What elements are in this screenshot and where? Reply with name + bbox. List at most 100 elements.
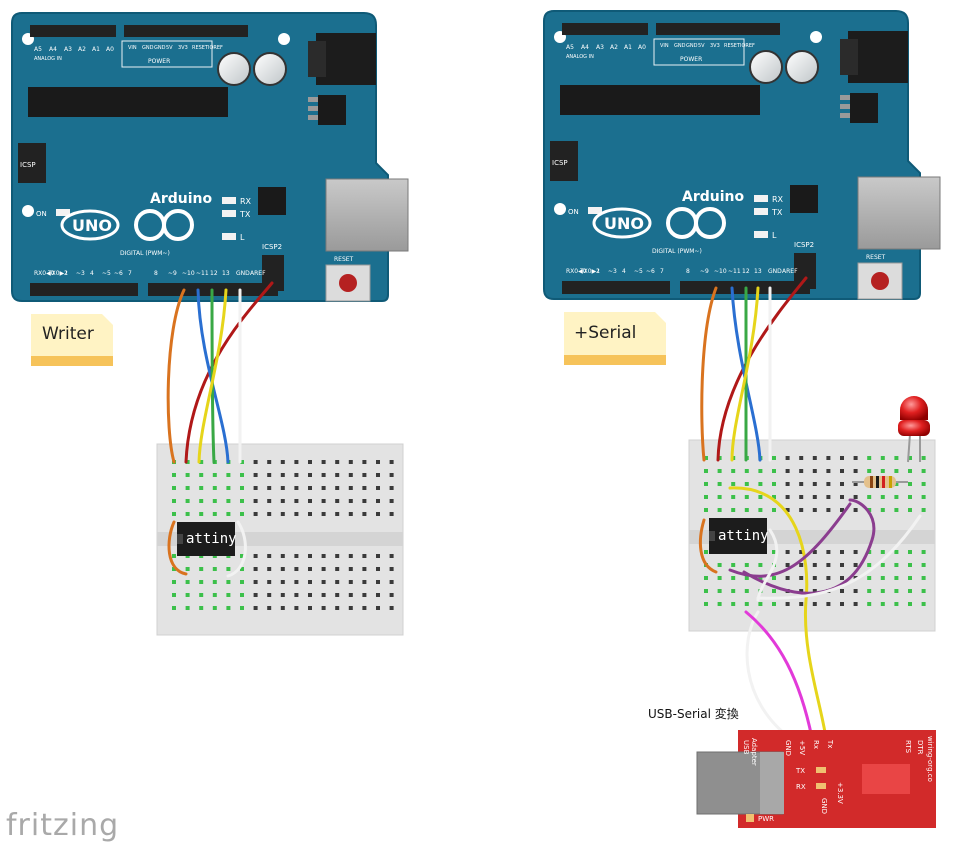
breadboard-hole — [908, 576, 912, 580]
breadboard-hole — [308, 460, 312, 464]
analog-pin-label: A3 — [596, 44, 604, 51]
breadboard-hole — [894, 495, 899, 499]
wire-red — [184, 281, 274, 464]
breadboard-hole — [294, 499, 299, 503]
breadboard-hole — [362, 486, 367, 490]
breadboard-hole — [226, 580, 231, 584]
analog-in-text: ANALOG IN — [34, 56, 62, 62]
breadboard-hole — [894, 508, 899, 512]
breadboard-hole — [812, 482, 817, 486]
power-pin-label: 5V — [698, 43, 705, 49]
breadboard-hole — [376, 554, 380, 558]
breadboard-hole — [704, 482, 708, 486]
digital-pin-label: ~9 — [168, 270, 177, 277]
breadboard-hole — [772, 482, 776, 486]
l-label: L — [772, 231, 777, 240]
breadboard-hole — [335, 473, 340, 477]
breadboard-hole — [267, 499, 272, 503]
analog-pin-label: A3 — [64, 46, 72, 53]
breadboard-hole — [335, 460, 340, 464]
breadboard-hole — [758, 576, 763, 580]
breadboard-hole — [172, 593, 176, 597]
breadboard-hole — [267, 554, 272, 558]
digital-pin-label: ~11 — [728, 268, 741, 275]
breadboard-hole — [267, 606, 272, 610]
breadboard-hole — [253, 580, 258, 584]
breadboard-hole — [772, 550, 776, 554]
breadboard-hole — [826, 550, 831, 554]
breadboard-hole — [348, 580, 353, 584]
breadboard-hole — [731, 589, 736, 593]
breadboard-hole — [867, 589, 872, 593]
breadboard-hole — [240, 486, 244, 490]
breadboard-hole — [376, 499, 380, 503]
breadboard-hole — [335, 606, 340, 610]
breadboard-hole — [853, 508, 858, 512]
breadboard-hole — [908, 563, 912, 567]
breadboard-hole — [185, 567, 190, 571]
breadboard-hole — [717, 563, 722, 567]
breadboard-hole — [308, 554, 312, 558]
breadboard-hole — [744, 469, 749, 473]
breadboard-hole — [867, 550, 872, 554]
breadboard-hole — [321, 460, 326, 464]
breadboard-hole — [785, 563, 790, 567]
breadboard-hole — [280, 512, 285, 516]
breadboard-hole — [867, 469, 872, 473]
breadboard-hole — [785, 508, 790, 512]
adapter-label: +5V — [798, 740, 806, 755]
breadboard-hole — [376, 512, 380, 516]
breadboard-hole — [226, 499, 231, 503]
breadboard-hole — [267, 593, 272, 597]
breadboard-hole — [226, 486, 231, 490]
breadboard-hole — [376, 580, 380, 584]
breadboard-hole — [226, 473, 231, 477]
breadboard-hole — [376, 473, 380, 477]
tx-label: TX — [771, 208, 783, 217]
breadboard-hole — [348, 499, 353, 503]
breadboard-hole — [785, 576, 790, 580]
note-serial: +Serial — [564, 312, 666, 365]
breadboard-hole — [704, 589, 708, 593]
power-pin-label: RESET — [724, 43, 741, 49]
wires-left — [166, 281, 274, 578]
breadboard-hole — [731, 469, 736, 473]
analog-pin-label: A0 — [106, 46, 114, 53]
uno-model: UNO — [72, 216, 112, 235]
analog-pin-label: A1 — [624, 44, 632, 51]
breadboard-hole — [362, 460, 367, 464]
breadboard-hole — [867, 508, 872, 512]
breadboard-hole — [267, 580, 272, 584]
breadboard-hole — [772, 495, 776, 499]
breadboard-hole — [376, 606, 380, 610]
breadboard-hole — [335, 499, 340, 503]
breadboard-hole — [785, 456, 790, 460]
breadboard-hole — [880, 456, 885, 460]
breadboard-hole — [880, 576, 885, 580]
breadboard-hole — [853, 550, 858, 554]
digital-pin-label: 7 — [660, 268, 664, 275]
breadboard-hole — [185, 512, 190, 516]
breadboard-hole — [294, 554, 299, 558]
breadboard-hole — [253, 512, 258, 516]
breadboard-hole — [172, 473, 176, 477]
breadboard-hole — [840, 589, 844, 593]
breadboard-hole — [308, 580, 312, 584]
digital-label: DIGITAL (PWM~) — [652, 248, 702, 255]
breadboard-hole — [826, 602, 831, 606]
breadboard-hole — [199, 460, 204, 464]
breadboard-hole — [267, 486, 272, 490]
analog-in-text: ANALOG IN — [566, 54, 594, 60]
breadboard-hole — [704, 550, 708, 554]
digital-pin-label: ~3 — [76, 270, 85, 277]
breadboard-hole — [812, 469, 817, 473]
breadboard-hole — [826, 469, 831, 473]
breadboard-hole — [867, 495, 872, 499]
breadboard-hole — [362, 567, 367, 571]
breadboard-hole — [240, 460, 244, 464]
breadboard-hole — [280, 606, 285, 610]
wire-orange-loop — [167, 520, 188, 576]
wire-orange — [166, 288, 186, 464]
digital-pin-label: TX0▶1 — [47, 270, 68, 277]
breadboard-hole — [389, 473, 394, 477]
